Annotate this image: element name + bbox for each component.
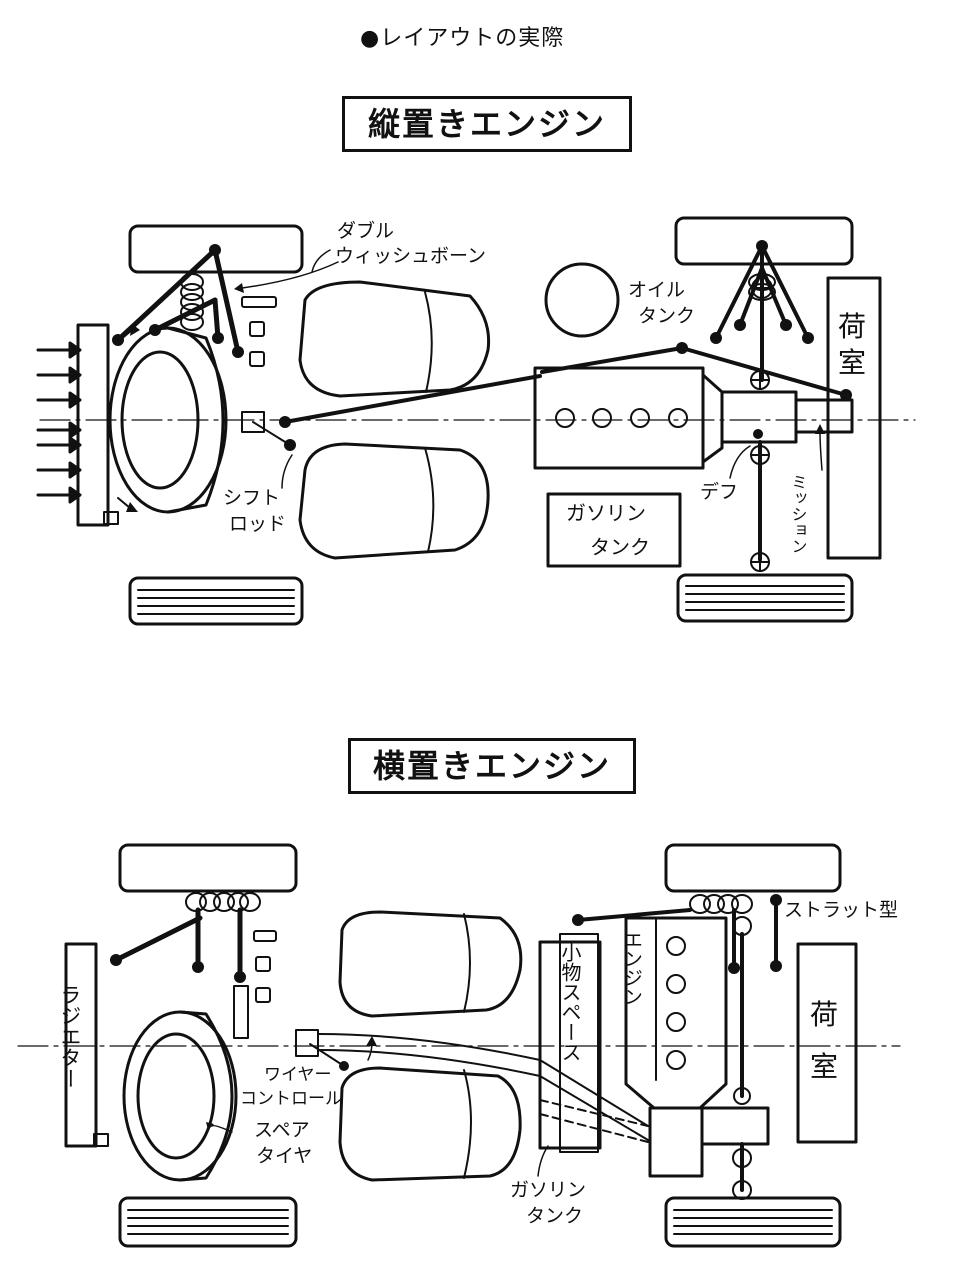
- label-mission: ミッション: [789, 474, 808, 554]
- label-wire-control-2: コントロール: [240, 1089, 342, 1109]
- engine-block-long: [533, 366, 705, 470]
- front-tire-bottom-2: [118, 1196, 298, 1248]
- rear-tire-bottom: [676, 573, 854, 623]
- label-cargo-trans-2: 室: [810, 1050, 838, 1083]
- label-cargo-1: 荷: [838, 310, 866, 343]
- label-double-wishbone-1: ダブル: [337, 219, 394, 242]
- label-strut: ストラット型: [784, 899, 898, 921]
- label-small-space: 小物スペース: [558, 942, 582, 1062]
- label-gas-tank-trans-1: ガソリン: [510, 1179, 586, 1201]
- rear-tire-top-2: [664, 843, 842, 893]
- label-shift-rod-2: ロッド: [229, 513, 286, 535]
- label-engine-trans: エンジン: [621, 930, 643, 1006]
- front-tire-bottom: [128, 576, 304, 626]
- transverse-layout: ストラット型 ワイヤー コントロール スペア タイヤ ガソリン タンク 荷 室 …: [17, 843, 901, 1248]
- wire-control-box: [295, 1029, 319, 1057]
- gas-tank-long: [546, 492, 682, 568]
- label-diff: デフ: [700, 481, 738, 503]
- rear-strut-coil: [689, 894, 753, 914]
- seat-right: [298, 442, 490, 560]
- transmission: [794, 398, 854, 434]
- label-shift-rod-1: シフト: [223, 487, 280, 509]
- bellhousing: [701, 373, 724, 464]
- oil-tank: [544, 262, 620, 338]
- label-wire-control-1: ワイヤー: [264, 1065, 332, 1085]
- label-double-wishbone-2: ウィッシュボーン: [335, 245, 486, 267]
- shift-box: [241, 411, 265, 433]
- label-cargo-2: 室: [838, 346, 866, 379]
- longitudinal-title: 縦置きエンジン: [342, 96, 632, 152]
- label-gas-tank-trans-2: タンク: [526, 1205, 583, 1227]
- cargo-room-long: [826, 276, 882, 560]
- front-tire-top-2: [118, 843, 298, 893]
- airflow-arrows: [36, 341, 82, 504]
- front-tire-top: [128, 224, 304, 274]
- pedal-2: [249, 351, 265, 367]
- seat-left: [298, 280, 491, 398]
- label-gas-tank-2: タンク: [590, 535, 650, 559]
- transmission-trans: [700, 1106, 770, 1146]
- label-cargo-trans-1: 荷: [810, 998, 838, 1031]
- rear-tire-bottom-2: [664, 1196, 842, 1248]
- pedal-1: [249, 321, 265, 337]
- transverse-title: 横置きエンジン: [348, 738, 636, 794]
- steering-column: [233, 985, 249, 1039]
- pedal-bar: [241, 296, 277, 308]
- longitudinal-layout: ダブル ウィッシュボーン オイル タンク シフト ロッド デフ ガソリン タンク…: [36, 216, 916, 626]
- front-coil-spring: [180, 273, 204, 331]
- page-title: ●レイアウトの実際: [360, 26, 565, 51]
- label-radiator: ラジエター: [58, 984, 82, 1089]
- spare-tire: [122, 1010, 238, 1182]
- seat-left-2: [338, 910, 523, 1018]
- wishbone-joints: [112, 244, 244, 358]
- label-oil-tank-1: オイル: [628, 279, 685, 301]
- small-item-space: [538, 940, 602, 1150]
- label-oil-tank-2: タンク: [638, 305, 695, 327]
- label-gas-tank-1: ガソリン: [566, 501, 646, 525]
- label-spare-tire-1: スペア: [254, 1119, 310, 1141]
- shift-rod: [283, 374, 542, 424]
- radiator-panel: [64, 942, 98, 1148]
- front-double-wishbone: [115, 247, 241, 355]
- front-radiator: [76, 323, 110, 527]
- label-spare-tire-2: タイヤ: [256, 1145, 312, 1167]
- transaxle-trans: [648, 1106, 704, 1178]
- rear-ujoints: [750, 277, 773, 572]
- seat-right-2: [338, 1066, 522, 1182]
- front-spare-tire: [108, 324, 228, 514]
- cargo-room-trans: [796, 942, 858, 1144]
